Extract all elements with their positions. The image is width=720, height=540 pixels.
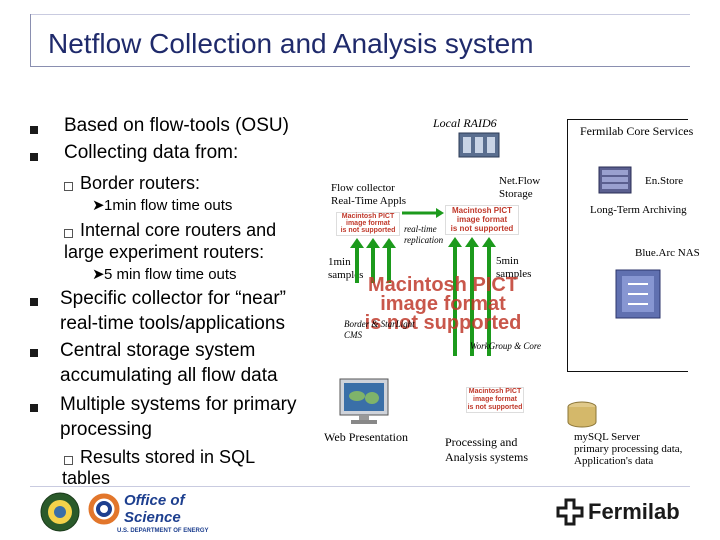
sub-sub-bullet-1min: 1min flow time outs — [104, 197, 233, 214]
science-label: Science — [124, 509, 181, 526]
five-min-samples-label-2: samples — [496, 268, 532, 280]
slide-top-rule — [30, 14, 690, 15]
fermilab-wordmark: Fermilab — [588, 499, 680, 524]
nas-storage-icon — [615, 269, 661, 319]
office-of-label: Office of — [124, 492, 185, 509]
flow-collector-label-1: Flow collector — [331, 182, 395, 194]
slide-title: Netflow Collection and Analysis system — [48, 28, 534, 59]
sub-bullet-square — [64, 229, 73, 238]
core-services-left-border — [567, 119, 568, 372]
bullet-square — [30, 153, 38, 161]
arrow-up-icon — [448, 237, 462, 356]
enstore-server-icon — [598, 166, 632, 194]
core-services-top-border — [568, 119, 688, 120]
sub-bullet-results-sql-cont: tables — [62, 468, 111, 488]
bullet-square — [30, 298, 38, 306]
border-starlight-label-1: Border & StarLight — [344, 319, 415, 329]
bullet-multiple-systems-cont: processing — [60, 419, 152, 440]
fermilab-logo-icon — [556, 498, 584, 526]
bullet-multiple-systems: Multiple systems for primary — [60, 394, 297, 415]
bullet-specific-collector: Specific collector for “near” — [60, 288, 286, 309]
bullet-collecting: Collecting data from: — [64, 142, 239, 163]
arrow-up-icon — [382, 238, 396, 283]
arrow-up-icon — [366, 238, 380, 283]
replication-arrow-icon — [402, 208, 444, 218]
bluearc-label: Blue.Arc NAS — [635, 247, 700, 259]
sub-bullet-internal-core-cont: large experiment routers: — [64, 242, 265, 262]
local-raid-label: Local RAID6 — [433, 116, 497, 130]
workgroup-core-label: WorkGroup & Core — [470, 341, 542, 351]
database-icon — [567, 401, 597, 428]
enstore-label: En.Store — [645, 175, 684, 187]
bullet-specific-collector-cont: real-time tools/applications — [60, 313, 285, 334]
netflow-storage-label-2: Storage — [499, 188, 533, 200]
mysql-label-1: mySQL Server — [574, 431, 640, 443]
mysql-label-2: primary processing data, — [574, 443, 683, 455]
bullet-square — [30, 349, 38, 357]
long-term-archiving-label: Long-Term Archiving — [590, 204, 687, 216]
title-underline — [30, 66, 690, 67]
sub-bullet-results-sql: Results stored in SQL — [80, 447, 256, 467]
one-min-samples-label-2: samples — [328, 269, 364, 281]
bullet-central-storage: Central storage system — [60, 340, 256, 361]
bullet-flow-tools: Based on flow-tools (OSU) — [64, 115, 289, 136]
sub-bullet-square — [64, 456, 73, 465]
one-min-samples-label-1: 1min — [328, 256, 351, 268]
core-services-bottom-border — [567, 371, 688, 372]
raid-array-icon — [458, 132, 500, 158]
arrow-bullet-icon: ➤ — [92, 266, 105, 283]
sub-bullet-square — [64, 182, 73, 191]
arrow-bullet-icon: ➤ — [92, 197, 105, 214]
sub-bullet-border-routers: Border routers: — [80, 173, 201, 193]
bullet-square — [30, 126, 38, 134]
bullet-square — [30, 404, 38, 412]
footer-rule — [30, 486, 690, 487]
core-services-label: Fermilab Core Services — [580, 124, 694, 138]
five-min-samples-label-1: 5min — [496, 255, 519, 267]
realtime-replication-label-2: replication — [404, 235, 444, 245]
netflow-storage-label-1: Net.Flow — [499, 175, 541, 187]
doe-seal-icon — [40, 492, 80, 532]
doe-label: U.S. DEPARTMENT OF ENERGY — [117, 528, 209, 534]
science-swirl-icon — [88, 493, 120, 525]
arrow-up-icon — [482, 237, 496, 356]
sub-bullet-internal-core: Internal core routers and — [80, 220, 277, 240]
realtime-replication-label-1: real-time — [404, 224, 437, 234]
border-starlight-label-2: CMS — [344, 330, 362, 340]
web-monitor-icon — [339, 378, 389, 424]
slide-left-rule — [30, 14, 31, 66]
processing-label-2: Analysis systems — [445, 450, 529, 464]
sub-sub-bullet-5min: 5 min flow time outs — [104, 266, 237, 283]
bullet-central-storage-cont: accumulating all flow data — [60, 365, 278, 386]
arrow-up-icon — [465, 237, 479, 356]
arrow-up-icon — [350, 238, 364, 283]
mysql-label-3: Application's data — [574, 455, 654, 467]
flow-collector-label-2: Real-Time Appls — [331, 195, 407, 207]
processing-label-1: Processing and — [445, 435, 518, 449]
web-presentation-label: Web Presentation — [324, 430, 409, 444]
